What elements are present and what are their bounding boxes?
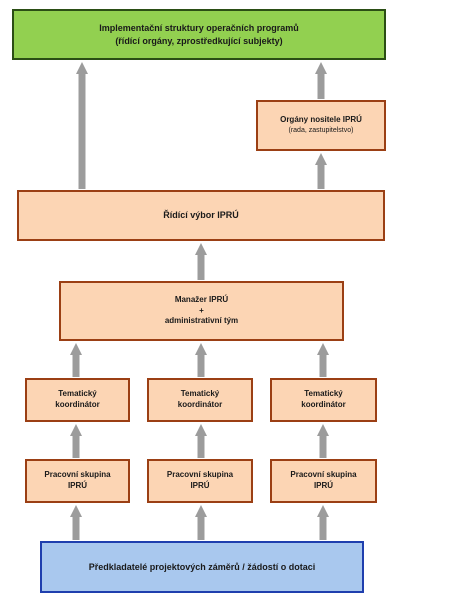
implementation-structures-box: Implementační struktury operačních progr… bbox=[12, 9, 386, 60]
steering-committee-label: Řídící výbor IPRÚ bbox=[163, 210, 239, 221]
workgroup-3-line2: IPRÚ bbox=[313, 481, 334, 490]
arrow-coordinator2-to-manager bbox=[195, 343, 207, 377]
coordinator-1-line2: koordinátor bbox=[55, 400, 100, 409]
workgroup-2-line2: IPRÚ bbox=[190, 481, 210, 490]
manager-box: Manažer IPRÚ + administrativní tým bbox=[59, 281, 344, 341]
owner-bodies-box: Orgány nositele IPRÚ (rada, zastupitelst… bbox=[256, 100, 386, 151]
workgroup-box-1: Pracovní skupina IPRÚ bbox=[25, 459, 130, 503]
manager-line3: administrativní tým bbox=[164, 316, 239, 326]
coordinator-box-1: Tematický koordinátor bbox=[25, 378, 130, 422]
submitters-label: Předkladatelé projektových záměrů / žádo… bbox=[88, 561, 316, 572]
arrow-owner-to-implementation bbox=[315, 62, 327, 99]
arrow-coordinator3-to-manager bbox=[317, 343, 329, 377]
steering-committee-box: Řídící výbor IPRÚ bbox=[17, 190, 385, 241]
arrow-coordinator1-to-manager bbox=[70, 343, 82, 377]
coordinator-1-line1: Tematický bbox=[58, 389, 97, 399]
coordinator-3-line2: koordinátor bbox=[301, 400, 346, 409]
arrow-workgroup2-to-coordinator bbox=[195, 424, 207, 458]
workgroup-1-line2: IPRÚ bbox=[67, 481, 88, 490]
coordinator-2-line1: Tematický bbox=[180, 389, 220, 399]
arrow-submitters-to-workgroup2 bbox=[195, 505, 207, 540]
manager-line1: Manažer IPRÚ bbox=[174, 294, 229, 304]
arrow-committee-to-implementation bbox=[76, 62, 88, 189]
coordinator-box-3: Tematický koordinátor bbox=[270, 378, 377, 422]
workgroup-box-3: Pracovní skupina IPRÚ bbox=[270, 459, 377, 503]
arrow-submitters-to-workgroup3 bbox=[317, 505, 329, 540]
arrow-manager-to-committee bbox=[195, 243, 207, 280]
manager-line2: + bbox=[199, 305, 204, 315]
owner-subtitle: (rada, zastupitelstvo) bbox=[288, 127, 354, 135]
arrow-committee-to-owner bbox=[315, 153, 327, 189]
implementation-title: Implementační struktury operačních progr… bbox=[99, 23, 299, 34]
coordinator-3-line1: Tematický bbox=[304, 389, 343, 399]
coordinator-box-2: Tematický koordinátor bbox=[147, 378, 253, 422]
arrow-workgroup1-to-coordinator bbox=[70, 424, 82, 458]
coordinator-2-line2: koordinátor bbox=[177, 400, 223, 409]
workgroup-3-line1: Pracovní skupina bbox=[290, 470, 357, 480]
workgroup-box-2: Pracovní skupina IPRÚ bbox=[147, 459, 253, 503]
workgroup-1-line1: Pracovní skupina bbox=[44, 470, 111, 480]
owner-title: Orgány nositele IPRÚ bbox=[280, 115, 362, 125]
submitters-box: Předkladatelé projektových záměrů / žádo… bbox=[40, 541, 364, 593]
arrow-submitters-to-workgroup1 bbox=[70, 505, 82, 540]
implementation-subtitle: (řídící orgány, zprostředkující subjekty… bbox=[115, 35, 283, 46]
workgroup-2-line1: Pracovní skupina bbox=[166, 470, 234, 480]
arrow-workgroup3-to-coordinator bbox=[317, 424, 329, 458]
